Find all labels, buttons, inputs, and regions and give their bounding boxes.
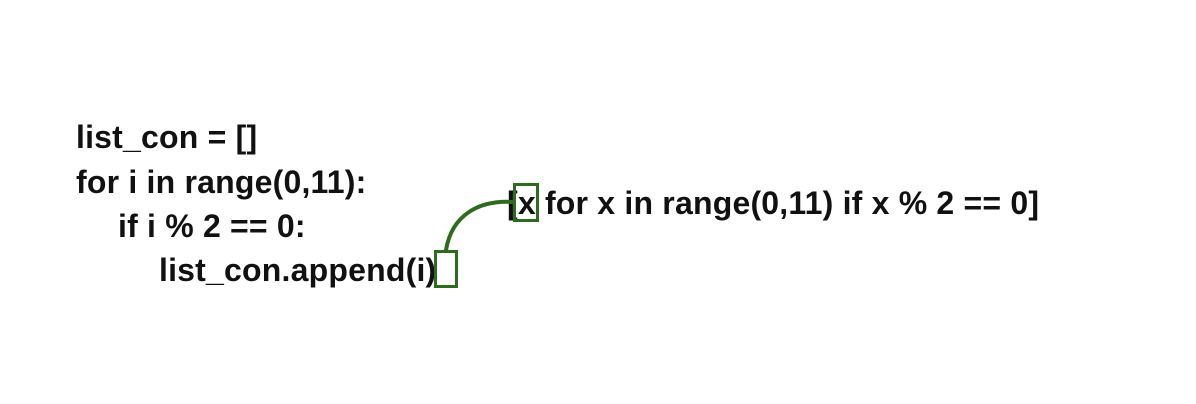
list-comprehension-line: [x for x in range(0,11) if x % 2 == 0] — [507, 185, 1040, 221]
highlight-box-append-argument — [434, 250, 458, 288]
connector-curve — [444, 199, 515, 252]
highlight-box-comprehension-expression — [513, 183, 539, 222]
loop-code-line-2: for i in range(0,11): — [76, 164, 367, 200]
loop-code-line-4: list_con.append(i) — [159, 252, 437, 288]
loop-code-line-1: list_con = [] — [76, 119, 258, 155]
loop-code-line-3: if i % 2 == 0: — [118, 208, 306, 244]
